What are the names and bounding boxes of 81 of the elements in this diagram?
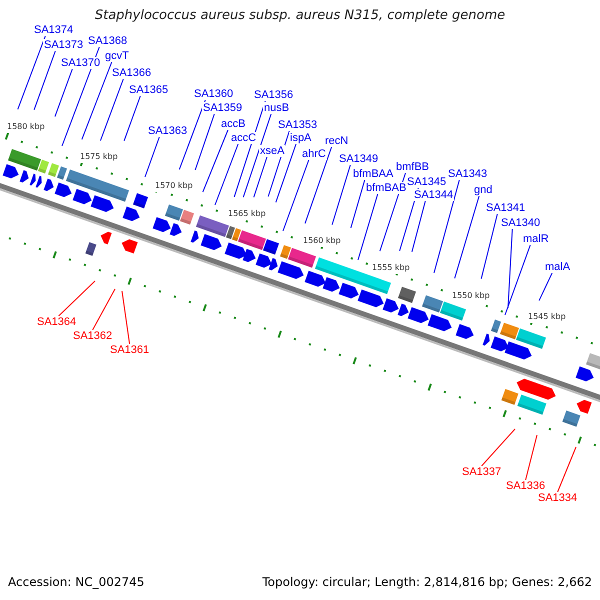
leader-line [17,36,46,110]
scale-label: 1560 kbp [303,235,341,247]
gene-label: bmfBB [395,161,430,173]
leader-line [178,100,206,170]
gene-label: SA1345 [406,176,448,188]
leader-line [481,428,516,466]
gene-label: SA1340 [500,217,542,229]
gene-label: SA1361 [109,344,150,356]
gene-label: SA1374 [33,24,74,36]
chart-title: Staphylococcus aureus subsp. aureus N315, complete genome [94,10,506,22]
gene-label: SA1337 [461,466,502,478]
leader-line [92,288,116,330]
gene-label: bfmBAB [365,182,408,194]
leader-line [242,114,272,198]
gene-label: SA1356 [253,89,294,101]
gene-label: SA1364 [36,316,78,328]
scale-label: 1555 kbp [372,262,410,274]
leader-line [525,434,538,480]
gene-label: SA1365 [128,84,170,96]
scale-label: 1565 kbp [228,208,266,220]
gene-label: SA1363 [147,125,188,137]
leader-line [350,180,366,228]
gene-label: SA1360 [193,88,234,100]
leader-line [480,214,498,280]
scale-label: 1570 kbp [155,180,193,192]
gene-label: SA1366 [111,67,152,79]
leader-line [54,68,73,118]
accession-text: Accession: NC_002745 [8,576,144,588]
genome-stats-text: Topology: circular; Length: 2,814,816 bp; Genes: 2,662 [262,576,592,588]
leader-line [144,136,160,178]
gene-label: SA1334 [537,492,578,504]
leader-line [434,180,460,274]
gene-label: gnd [473,184,494,196]
gene-label: SA1341 [485,202,526,214]
gene-label: nusB [263,102,290,114]
scale-label: 1580 kbp [7,121,45,133]
leader-line [282,160,310,232]
gene-label: ahrC [301,148,327,160]
leader-line [122,290,130,344]
gene-label: bfmBAA [352,168,394,180]
scale-label: 1550 kbp [452,290,490,302]
leader-line [100,78,124,142]
gene-label: SA1359 [202,102,244,114]
gene-label: SA1349 [338,153,380,165]
leader-line [253,156,268,198]
gene-label: malR [522,233,550,245]
leader-line [275,144,297,203]
leader-line [557,446,576,492]
gene-label: accB [220,118,246,130]
leader-line [81,62,112,140]
leader-line [332,164,351,226]
leader-line [62,46,100,146]
leader-line [34,50,56,110]
gene-label: ispA [289,132,312,144]
scale-label: 1575 kbp [80,151,118,163]
leader-line [454,196,480,279]
gene-label: SA1343 [447,168,488,180]
gene-label: SA1370 [60,57,102,69]
leader-line [124,96,141,142]
gene-label: malA [544,261,572,273]
leader-line [358,194,378,260]
gene-label: SA1344 [413,189,454,201]
gene-label: SA1353 [277,119,318,131]
leader-line [538,272,553,302]
leader-line [214,144,239,206]
leader-line [508,228,513,308]
gene-label: recN [324,135,350,147]
gene-label: SA1362 [72,330,114,342]
scale-label: 1545 kbp [528,311,566,323]
gene-label: SA1368 [87,35,128,47]
leader-line [194,114,215,170]
gene-label: SA1336 [505,480,546,492]
gene-label: xseA [259,145,286,157]
gene-label: gcvT [104,50,130,62]
gene-label: accC [230,132,258,144]
leader-line [202,130,228,193]
leader-line [411,200,426,252]
leader-line [504,244,531,316]
leader-line [304,146,332,224]
leader-line [58,280,96,316]
gene-label: SA1373 [43,39,84,51]
